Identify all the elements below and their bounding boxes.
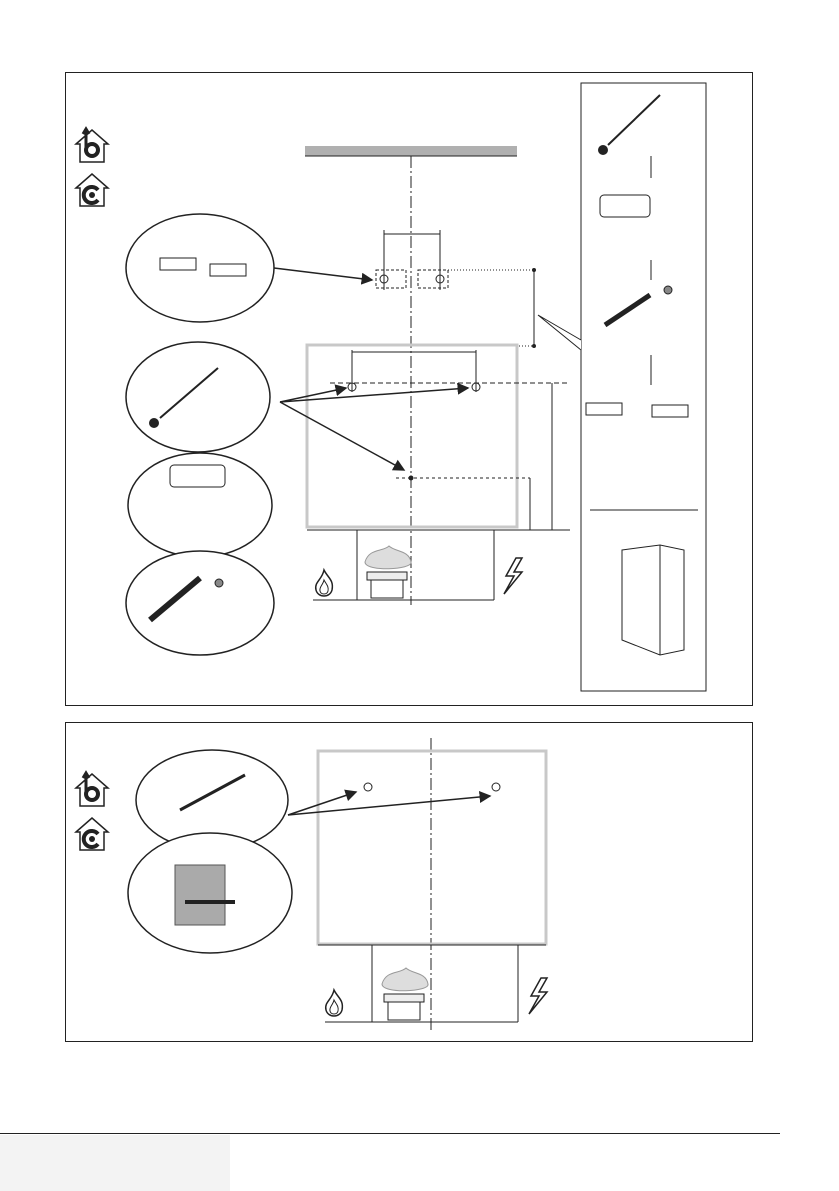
hob-pot — [365, 546, 411, 598]
recirculation-mode-icon — [76, 818, 108, 850]
hood-outline — [307, 345, 517, 527]
electric-hob-icon — [504, 558, 522, 594]
ceiling — [305, 146, 517, 156]
plug-callout — [126, 551, 274, 655]
footer-bar — [0, 1135, 230, 1191]
electric-hob-icon — [529, 978, 547, 1014]
recirculation-mode-icon — [76, 174, 108, 206]
footer-rule — [0, 1133, 780, 1134]
bracket-callout — [126, 214, 274, 322]
ducted-mode-icon — [76, 773, 108, 806]
hood-outline — [318, 751, 546, 944]
mark-callout — [126, 342, 270, 452]
gas-hob-icon — [326, 990, 343, 1016]
ducted-mode-icon — [76, 129, 108, 162]
gas-hob-icon — [316, 570, 333, 596]
